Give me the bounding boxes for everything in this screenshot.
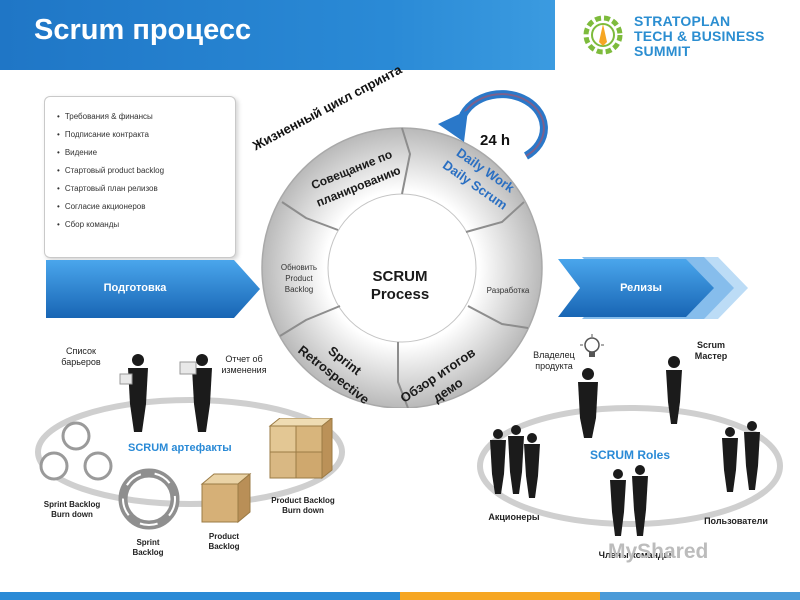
stakeholders-label: Акционеры	[488, 512, 540, 522]
checklist-item: Сбор команды	[57, 219, 235, 237]
update-line: Product	[285, 274, 313, 283]
gear-logo-icon	[583, 15, 623, 55]
product-owner-label: Владелец продукта	[526, 350, 582, 372]
lightbulb-icon	[580, 334, 604, 357]
people-silhouette-icon	[119, 354, 212, 432]
prep-checklist: Требования & финансы Подписание контракт…	[44, 96, 236, 258]
product-burndown-line: Burn down	[282, 506, 324, 515]
sprint-cycle	[261, 127, 543, 408]
roles-ellipse	[477, 405, 783, 527]
update-backlog-segment: Обновить Product Backlog	[268, 262, 330, 295]
daily-time: 24 h	[480, 132, 511, 149]
checklist-item: Требования & финансы	[57, 111, 235, 129]
roles-title: SCRUM Roles	[590, 448, 671, 462]
checklist-item: Согласие акционеров	[57, 201, 235, 219]
change-report-label: Отчет об изменения	[214, 354, 274, 376]
daily-loop-arrow	[438, 90, 548, 160]
artifacts-ellipse	[35, 397, 345, 507]
master-line: Мастер	[694, 351, 728, 361]
product-backlog-line: Product	[208, 532, 240, 541]
prep-arrow	[46, 260, 260, 318]
sprint-backlog-cycle-icon	[118, 468, 180, 530]
development-segment: Разработка	[486, 286, 530, 295]
summit-logo: STRATOPLAN TECH & BUSINESS SUMMIT	[580, 10, 790, 62]
update-line: Обновить	[280, 263, 318, 272]
update-line: Backlog	[284, 285, 314, 294]
product-backlog-boxes-icon	[268, 418, 333, 480]
master-line: Scrum	[696, 340, 725, 350]
title-band	[0, 0, 555, 70]
barriers-label: Список барьеров	[58, 346, 104, 368]
team-label: Члены команды	[598, 550, 672, 560]
product-backlog-label: Product Backlog	[198, 532, 250, 552]
burndown-line: Burn down	[51, 510, 93, 519]
people-silhouettes-icon	[490, 356, 760, 536]
checklist-item: Подписание контракта	[57, 129, 235, 147]
burndown-gears-icon	[39, 421, 113, 481]
bottom-bar	[0, 592, 800, 600]
barriers-line: Список	[66, 346, 96, 356]
logo-line-3: SUMMIT	[634, 43, 691, 59]
prep-arrow-label: Подготовка	[103, 282, 167, 294]
sprint-backlog-line: Backlog	[132, 548, 164, 557]
owner-line: Владелец	[533, 350, 575, 360]
product-burndown-line: Product Backlog	[271, 496, 335, 505]
checklist-item: Стартовый product backlog	[57, 165, 235, 183]
releases-arrow-label: Релизы	[620, 282, 662, 294]
scrum-process-center: SCRUM Process	[354, 268, 446, 304]
product-backlog-box-icon	[200, 472, 252, 524]
logo-line-2: TECH & BUSINESS	[634, 28, 765, 44]
watermark: MyShared	[608, 540, 709, 563]
artifacts-title: SCRUM артефакты	[128, 442, 232, 454]
burndown-label: Sprint Backlog Burn down	[36, 500, 108, 520]
logo-line-1: STRATOPLAN	[634, 13, 731, 29]
barriers-line: барьеров	[61, 357, 101, 367]
sprint-backlog-label: Sprint Backlog	[120, 538, 176, 558]
checklist-item: Стартовый план релизов	[57, 183, 235, 201]
owner-line: продукта	[535, 361, 573, 371]
releases-arrow	[558, 257, 748, 319]
page-title: Scrum процесс	[34, 14, 252, 46]
sprint-backlog-line: Sprint	[136, 538, 160, 547]
change-line: изменения	[221, 365, 267, 375]
change-line: Отчет об	[225, 354, 263, 364]
center-line: Process	[370, 286, 430, 303]
users-label: Пользователи	[704, 516, 768, 526]
scrum-master-label: Scrum Мастер	[686, 340, 736, 362]
checklist-item: Видение	[57, 147, 235, 165]
product-burndown-label: Product Backlog Burn down	[266, 496, 340, 516]
burndown-line: Sprint Backlog	[43, 500, 101, 509]
center-line: SCRUM	[372, 268, 428, 285]
product-backlog-line: Backlog	[208, 542, 240, 551]
